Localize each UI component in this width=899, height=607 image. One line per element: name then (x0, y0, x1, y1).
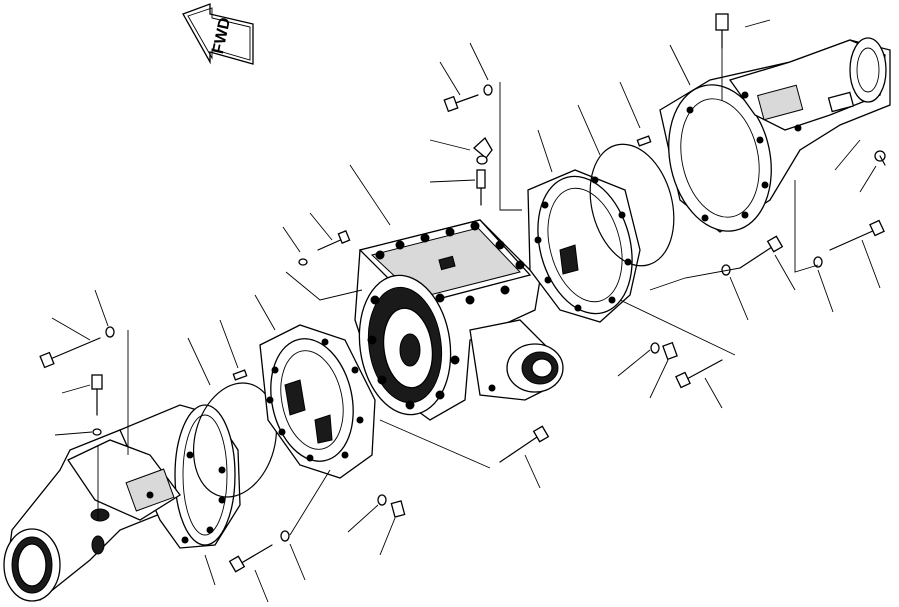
fasteners (39, 13, 886, 573)
left-carrier-ring (259, 324, 376, 479)
pinion-flange (469, 319, 564, 401)
right-o-ring (589, 143, 675, 267)
left-o-ring (192, 382, 278, 498)
right-axle-housing (659, 37, 891, 233)
callout-lines (51, 19, 881, 603)
right-carrier-ring (527, 169, 641, 323)
differential-housing (354, 219, 541, 421)
left-axle-housing (3, 404, 241, 602)
fwd-arrow: FWD (182, 3, 254, 65)
